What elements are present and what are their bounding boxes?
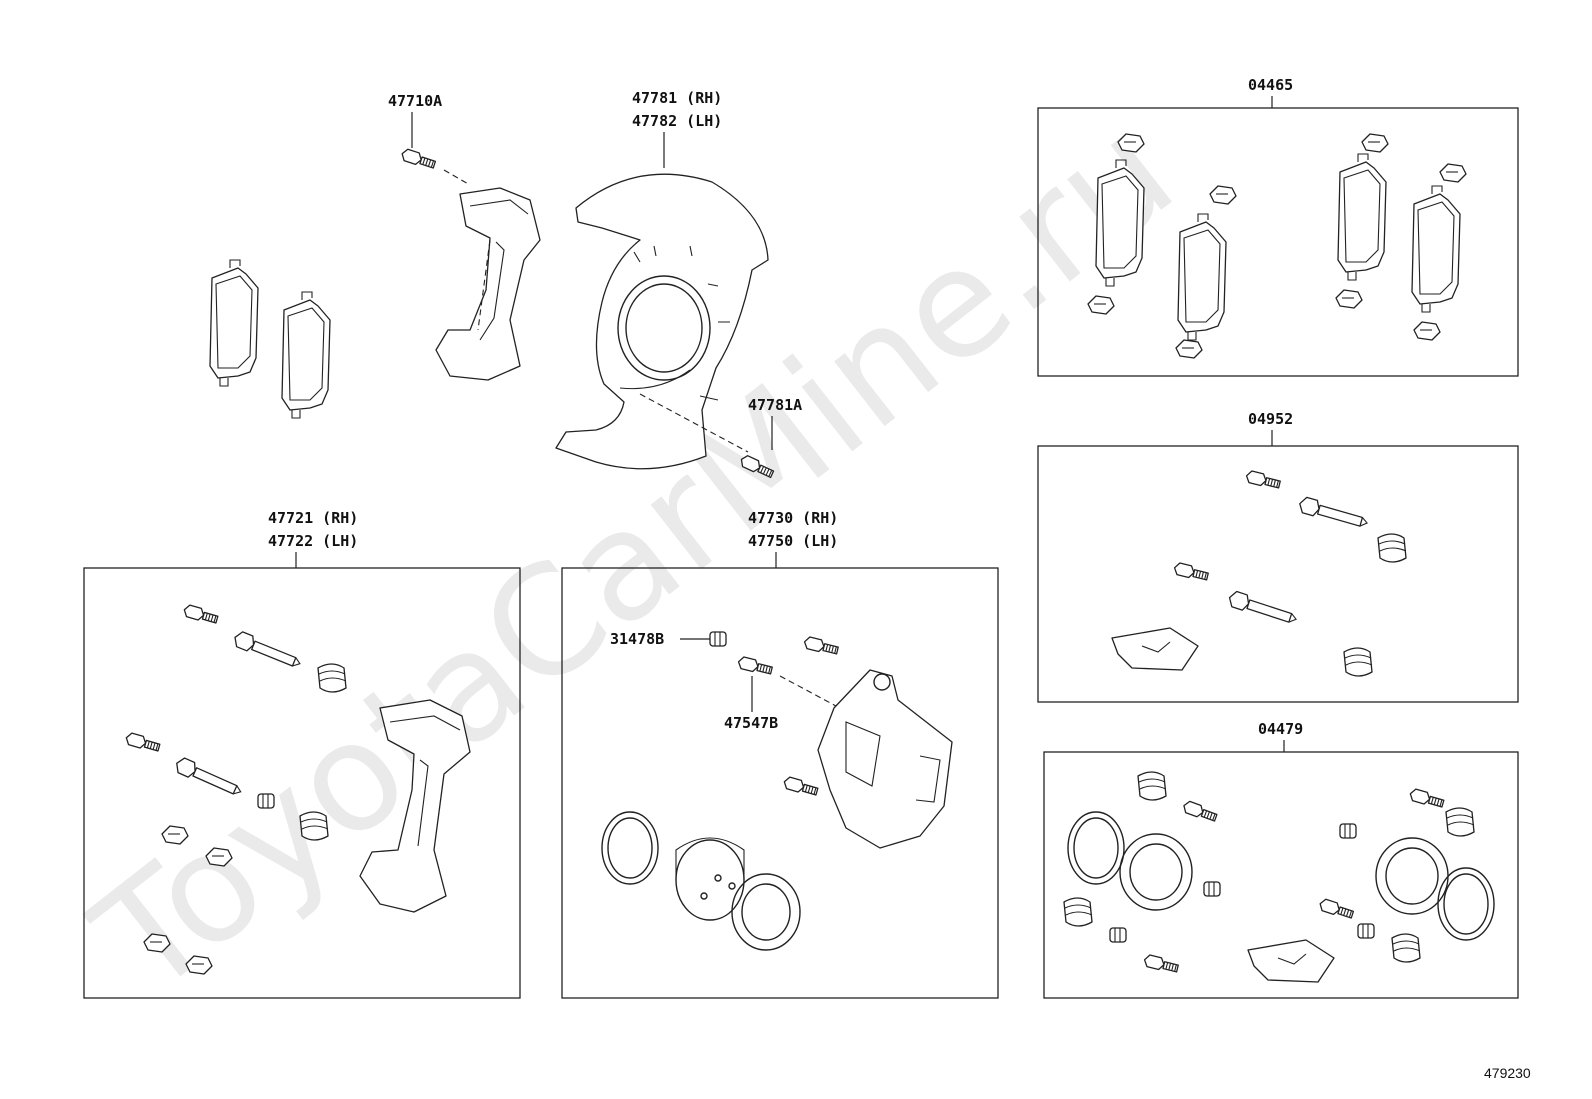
label-47750-lh: 47750 (LH): [748, 532, 838, 550]
dash-line-47547B: [779, 675, 837, 707]
seal-kit-04479-parts: [1063, 771, 1495, 983]
label-47781A: 47781A: [748, 396, 802, 414]
kit-box-04465: [1037, 107, 1519, 377]
label-47782-lh: 47782 (LH): [632, 112, 722, 130]
dash-line-47781A: [639, 393, 749, 453]
kit-box-47721: [83, 567, 521, 999]
pin-kit-04952-parts: [1111, 469, 1407, 677]
disc-brake-dust-shield: [555, 173, 769, 470]
bracket-kit-47721-parts: [124, 603, 471, 975]
label-04479: 04479: [1258, 720, 1303, 738]
label-47721-rh: 47721 (RH): [268, 509, 358, 527]
kit-box-04479: [1043, 751, 1519, 999]
bleeder-plug-47547B: [736, 655, 774, 677]
label-31478B: 31478B: [610, 630, 664, 648]
diagram-reference-number: 479230: [1484, 1065, 1531, 1081]
caliper-mounting-bracket: [435, 187, 541, 381]
kit-box-04952: [1037, 445, 1519, 703]
label-47722-lh: 47722 (LH): [268, 532, 358, 550]
label-47781-rh: 47781 (RH): [632, 89, 722, 107]
caliper-kit-47730-parts: [601, 635, 953, 951]
label-47547B: 47547B: [724, 714, 778, 732]
bolt-47710A: [399, 147, 437, 171]
loose-brake-pads: [209, 259, 331, 419]
dash-line-47710A: [443, 169, 471, 186]
kit-box-47730: [561, 567, 999, 999]
label-47730-rh: 47730 (RH): [748, 509, 838, 527]
label-04952: 04952: [1248, 410, 1293, 428]
label-04465: 04465: [1248, 76, 1293, 94]
bleeder-cap-31478B: [709, 631, 727, 647]
label-47710A: 47710A: [388, 92, 442, 110]
